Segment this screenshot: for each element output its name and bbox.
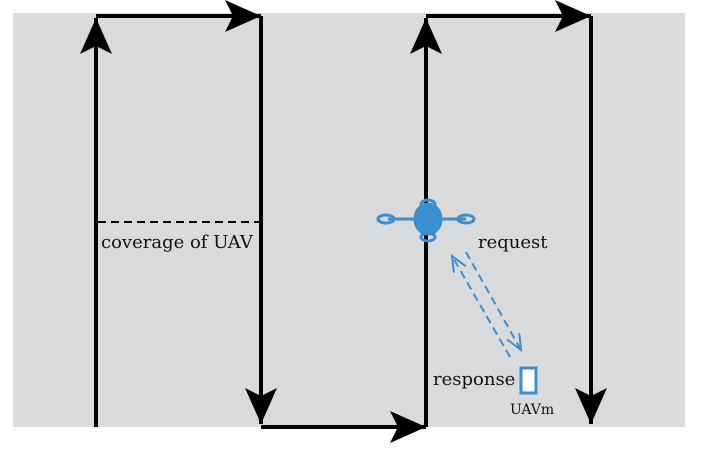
request-label: request — [478, 232, 548, 253]
coverage-label: coverage of UAV — [101, 232, 254, 253]
device-label: UAVm — [510, 402, 554, 418]
area-background — [13, 13, 685, 427]
quadcopter-icon — [376, 198, 476, 243]
response-arrow — [452, 256, 511, 358]
ground-device-icon — [519, 366, 538, 395]
response-label: response — [433, 369, 515, 390]
request-arrow — [465, 251, 521, 350]
